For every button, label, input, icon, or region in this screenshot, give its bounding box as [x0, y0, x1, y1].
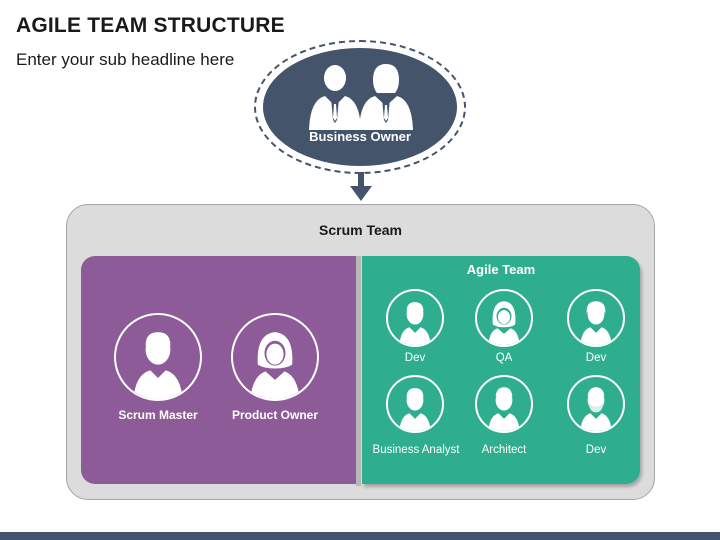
woman-avatar-icon: [488, 301, 520, 345]
bearded-man-avatar-icon: [580, 387, 612, 431]
man-avatar-icon: [488, 387, 520, 431]
down-arrow-icon: [350, 172, 372, 201]
man-avatar-icon: [133, 332, 183, 399]
scrum-master-label: Scrum Master: [118, 408, 198, 422]
scrum-team-title: Scrum Team: [319, 222, 402, 238]
business-analyst-label: Business Analyst: [372, 444, 460, 456]
qa-label: QA: [495, 352, 513, 364]
page-subtitle: Enter your sub headline here: [16, 50, 235, 69]
product-owner-label: Product Owner: [231, 408, 318, 422]
dev-label-1: Dev: [404, 352, 426, 364]
business-owner-label: Business Owner: [309, 129, 411, 144]
man-avatar-icon: [399, 388, 431, 431]
woman-avatar-icon: [250, 332, 300, 399]
panel-divider: [356, 256, 361, 486]
man-avatar-icon: [580, 301, 612, 345]
footer-bar: [0, 532, 720, 540]
architect-avatar: [475, 375, 533, 433]
architect-label: Architect: [481, 444, 527, 456]
business-analyst-avatar: [386, 375, 444, 433]
business-people-icon: [305, 60, 415, 130]
man-avatar-icon: [399, 302, 431, 345]
dev-label-2: Dev: [585, 352, 607, 364]
business-owner-oval: [263, 48, 457, 166]
scrum-master-avatar: [114, 313, 202, 401]
qa-avatar: [475, 289, 533, 347]
dev-avatar-3: [567, 375, 625, 433]
dev-avatar-1: [386, 289, 444, 347]
dev-avatar-2: [567, 289, 625, 347]
product-owner-avatar: [231, 313, 319, 401]
agile-team-title: Agile Team: [466, 262, 536, 277]
business-owner-node: Business Owner: [254, 40, 466, 174]
dev-label-3: Dev: [585, 444, 607, 456]
page-title: AGILE TEAM STRUCTURE: [16, 14, 285, 37]
